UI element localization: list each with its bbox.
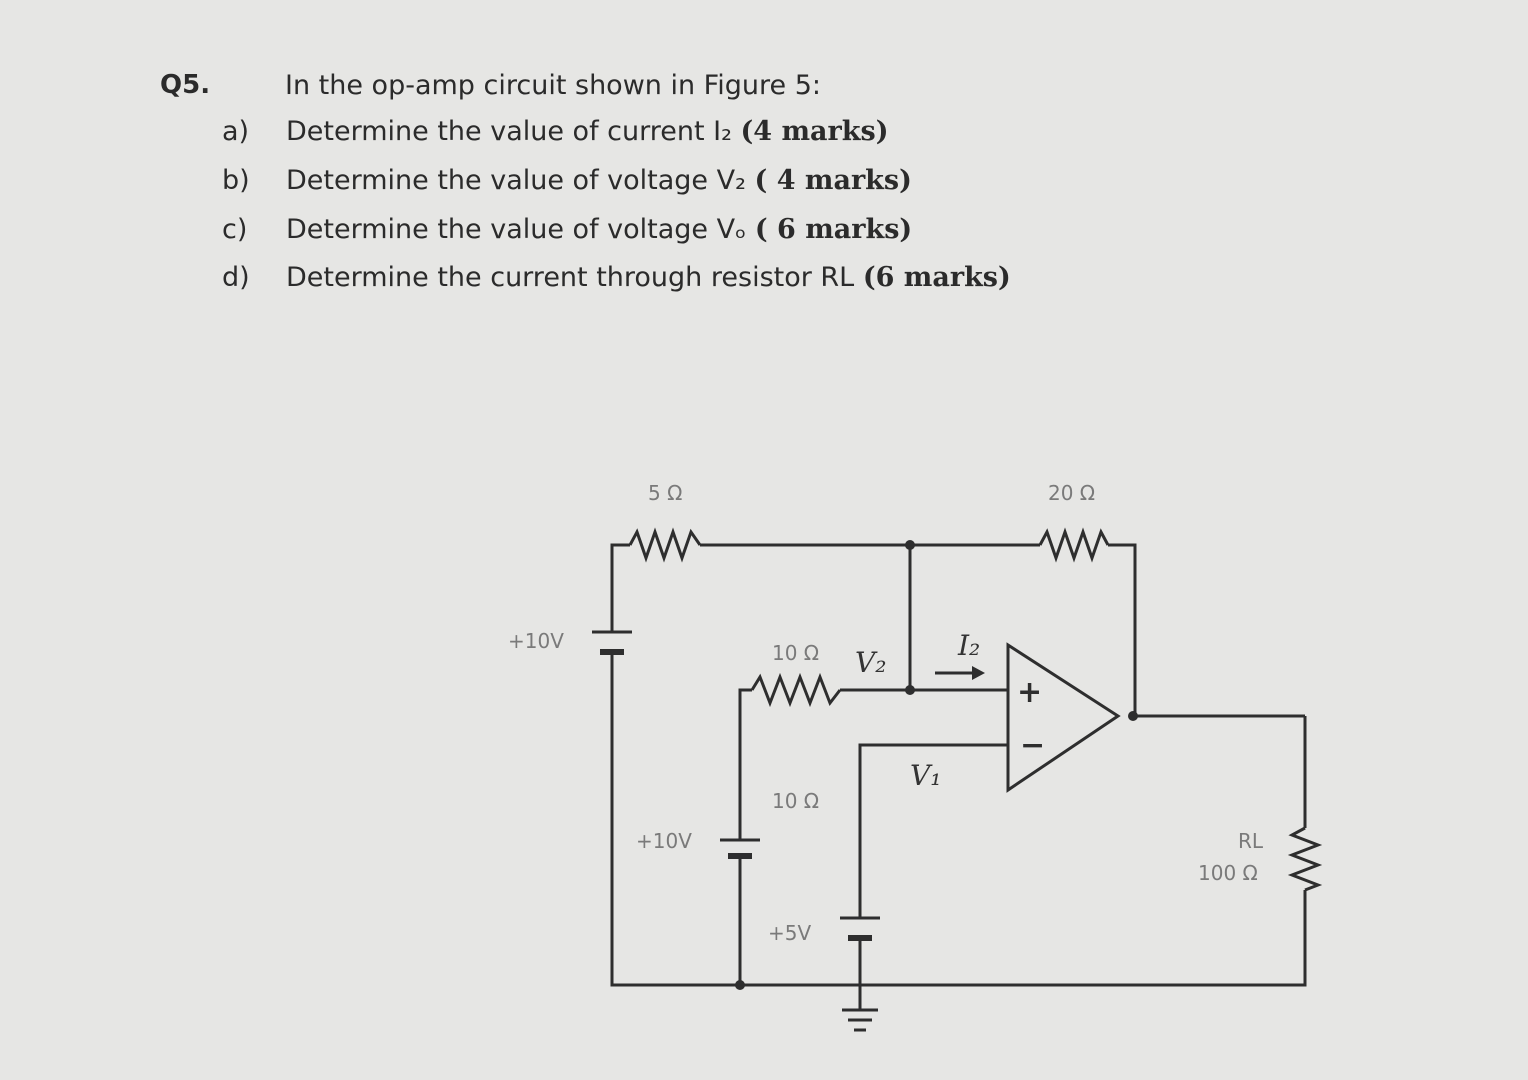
part-text: Determine the value of voltage V₂ (286, 165, 746, 196)
label-5-ohm: 5 Ω (648, 481, 682, 505)
op-amp-triangle (1006, 642, 1121, 793)
label-10-ohm-a: 10 Ω (772, 641, 819, 665)
circuit-wires (610, 543, 1307, 1010)
op-amp-plus-sign: + (1017, 675, 1042, 710)
junction-dot-ground (735, 980, 745, 990)
part-marks: (6 marks) (862, 262, 1011, 293)
wire-left-upper (610, 543, 630, 632)
part-label: d) (222, 262, 250, 293)
part-text: Determine the current through resistor R… (286, 262, 855, 293)
battery-10v-left (592, 630, 632, 655)
label-20-ohm: 20 Ω (1048, 481, 1095, 505)
part-marks: (4 marks) (740, 116, 889, 147)
label-v2: V₂ (855, 646, 886, 679)
question-part-c: c) Determine the value of voltage Vₒ ( 6 … (222, 214, 912, 245)
question-part-d: d) Determine the current through resistor… (222, 262, 1011, 293)
current-arrow-icon (935, 666, 985, 680)
question-block: Q5. In the op-amp circuit shown in Figur… (0, 0, 1528, 320)
part-text: Determine the value of voltage Vₒ (286, 214, 747, 245)
label-v1: V₁ (910, 759, 941, 792)
junction-dot-output (1128, 711, 1138, 721)
wire-feedback (1108, 543, 1137, 716)
label-source-5v: +5V (768, 921, 811, 945)
part-marks: ( 4 marks) (754, 165, 912, 196)
question-number: Q5. (160, 70, 211, 100)
part-label: c) (222, 214, 248, 245)
label-rl-name: RL (1238, 829, 1264, 853)
wire-minus-input (858, 743, 1008, 918)
part-label: a) (222, 116, 250, 147)
resistor-5-ohm (628, 527, 702, 563)
part-marks: ( 6 marks) (754, 214, 913, 245)
label-10-ohm-b: 10 Ω (772, 789, 819, 813)
op-amp: + − (1006, 642, 1121, 793)
junction-dot-v2 (905, 685, 915, 695)
part-text: Determine the value of current I₂ (286, 116, 732, 147)
label-source-10v-middle: +10V (636, 829, 692, 853)
resistor-20-ohm (1038, 527, 1110, 563)
op-amp-minus-sign: − (1020, 728, 1045, 763)
battery-10v-middle (720, 838, 760, 859)
part-label: b) (222, 165, 250, 196)
label-i2: I₂ (957, 629, 980, 662)
resistor-10-ohm-a (750, 672, 842, 708)
wire-ground-bottom (610, 652, 1307, 987)
junction-dot-top (905, 540, 915, 550)
question-part-a: a) Determine the value of current I₂ (4 m… (222, 116, 888, 147)
battery-5v (840, 916, 880, 941)
resistor-rl (1287, 826, 1323, 892)
label-rl-value: 100 Ω (1198, 861, 1258, 885)
wire-mid-left (738, 688, 752, 840)
ground-symbol (842, 1008, 878, 1032)
question-part-b: b) Determine the value of voltage V₂ ( 4 … (222, 165, 912, 196)
label-source-10v-left: +10V (508, 629, 564, 653)
question-intro: In the op-amp circuit shown in Figure 5: (285, 70, 821, 101)
